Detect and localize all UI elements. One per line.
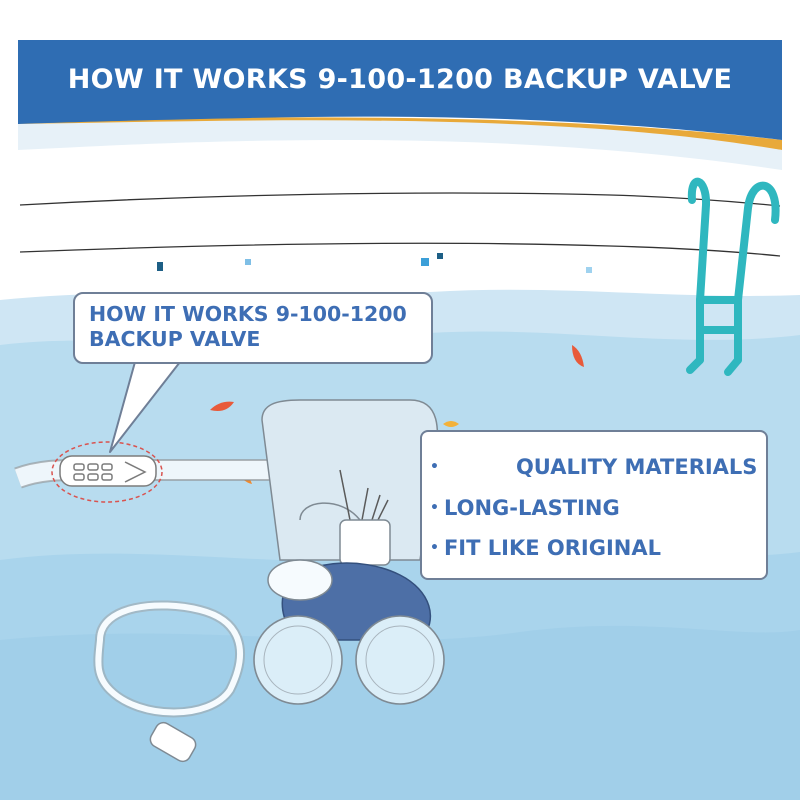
confetti-square — [437, 253, 443, 259]
feature-item: • LONG-LASTING — [430, 493, 760, 523]
leaf-icon — [572, 345, 584, 367]
pool-cleaner-robot — [149, 399, 445, 763]
confetti-square — [586, 267, 592, 273]
callout-line-1: HOW IT WORKS 9-100-1200 — [89, 302, 407, 326]
valve-highlight-circle — [51, 441, 163, 503]
leaf-icon — [210, 401, 234, 411]
feature-text: FIT LIKE ORIGINAL — [443, 536, 661, 560]
bullet-icon: • — [430, 540, 439, 556]
confetti-square — [245, 259, 251, 265]
callout-line-2: BACKUP VALVE — [89, 327, 261, 351]
feature-text: LONG-LASTING — [443, 496, 620, 520]
feature-text: QUALITY MATERIALS — [515, 455, 758, 479]
feature-item: • QUALITY MATERIALS — [430, 452, 760, 482]
banner-title: HOW IT WORKS 9-100-1200 BACKUP VALVE — [67, 63, 733, 95]
confetti-square — [157, 262, 163, 271]
banner-underwave — [18, 120, 782, 170]
pool-edge-line-top — [19, 192, 781, 207]
feature-item: • FIT LIKE ORIGINAL — [430, 533, 760, 563]
bullet-icon: • — [430, 500, 439, 516]
pool-ladder — [686, 177, 780, 376]
pool-water-wave-3 — [0, 625, 800, 800]
bullet-icon: • — [430, 459, 439, 475]
backup-valve — [59, 455, 157, 487]
callout-box: HOW IT WORKS 9-100-1200 BACKUP VALVE — [73, 292, 433, 364]
pool-edge-line-bottom — [19, 242, 781, 257]
leaf-icon — [443, 421, 459, 427]
features-box: • QUALITY MATERIALS • LONG-LASTING • FIT… — [420, 430, 768, 580]
confetti-square — [421, 258, 429, 266]
banner-background — [18, 40, 782, 140]
